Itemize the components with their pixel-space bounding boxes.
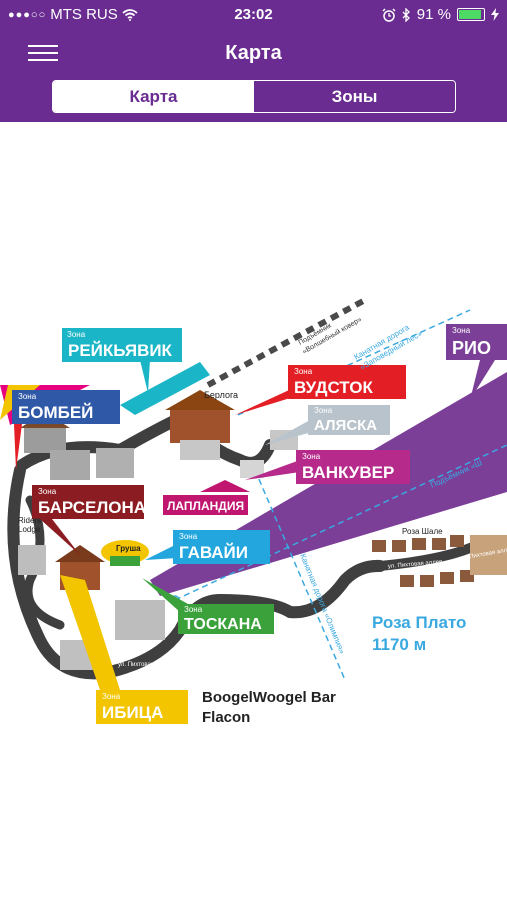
status-right: 91 % xyxy=(382,6,499,23)
segmented-control: Карта Зоны xyxy=(52,80,456,113)
label-roza-plato-line1: Роза Плато xyxy=(372,613,466,632)
zone-label-hawaii[interactable]: Зона ГАВАЙИ xyxy=(145,530,270,564)
charging-icon xyxy=(491,8,499,21)
lift-right-line xyxy=(174,444,507,601)
label-pihtovaya-3: ул. Пихтовая аллея xyxy=(118,662,173,668)
lift-magic-carpet xyxy=(206,297,367,388)
zone-label-barcelona[interactable]: Зона БАРСЕЛОНА xyxy=(32,485,146,555)
battery-fill xyxy=(459,10,481,19)
zone-name-tuscany: ТОСКАНА xyxy=(184,616,262,633)
cable-olympia xyxy=(254,469,346,681)
zone-name-bombay: БОМБЕЙ xyxy=(18,403,93,422)
alarm-icon xyxy=(382,7,396,22)
buildings xyxy=(18,390,298,670)
zone-label-alaska[interactable]: Зона АЛЯСКА xyxy=(265,405,390,445)
hamburger-menu-icon[interactable] xyxy=(28,40,58,66)
label-roza-plato-line2: 1170 м xyxy=(372,635,426,654)
page-title: Карта xyxy=(225,42,282,64)
clock: 23:02 xyxy=(234,6,273,23)
status-left: ●●●○○ MTS RUS xyxy=(8,6,138,23)
label-pihtovaya-1: ул. Пихтовая аллея xyxy=(388,559,443,570)
zone-name-ibiza: ИБИЦА xyxy=(102,703,163,722)
label-roza-shale: Роза Шале xyxy=(402,527,443,536)
zone-name-woodstock: ВУДСТОК xyxy=(294,378,373,397)
tab-map[interactable]: Карта xyxy=(53,81,254,112)
label-bar-line1: BoogelWoogel Bar xyxy=(202,689,336,706)
zone-word-vancouver: Зона xyxy=(302,452,321,461)
tab-zones[interactable]: Зоны xyxy=(254,81,455,112)
zone-word-tuscany: Зона xyxy=(184,605,203,614)
label-riders-line2: Lodge xyxy=(18,525,41,534)
battery-percent: 91 % xyxy=(416,6,451,23)
zone-label-vancouver[interactable]: Зона ВАНКУВЕР xyxy=(245,450,410,484)
zone-name-reykjavik: РЕЙКЬЯВИК xyxy=(68,341,173,360)
label-riders-line1: Riders xyxy=(18,516,41,525)
zone-word-bombay: Зона xyxy=(18,392,37,401)
zone-name-rio: РИО xyxy=(452,338,491,358)
label-cable-olympia: Канатная дорога «Олимпия» xyxy=(298,552,347,655)
zone-word-rio: Зона xyxy=(452,326,471,335)
nav-bar: Карта Карта Зоны xyxy=(0,30,507,122)
resort-map[interactable]: Зона РЕЙКЬЯВИК Зона БОМБЕЙ Зона БАРСЕЛОН… xyxy=(0,122,507,900)
zone-label-lapland[interactable]: ЛАПЛАНДИЯ xyxy=(163,480,250,515)
zone-label-woodstock[interactable]: Зона ВУДСТОК xyxy=(235,365,406,415)
zone-word-barcelona: Зона xyxy=(38,487,57,496)
carrier-name: MTS RUS xyxy=(50,6,118,23)
zone-word-reykjavik: Зона xyxy=(67,330,86,339)
zone-label-reykjavik[interactable]: Зона РЕЙКЬЯВИК xyxy=(62,328,210,415)
zone-word-hawaii: Зона xyxy=(179,532,198,541)
label-grusha: Груша xyxy=(116,544,141,553)
road-inner xyxy=(23,495,65,630)
zone-name-vancouver: ВАНКУВЕР xyxy=(302,463,394,482)
bluetooth-icon xyxy=(402,7,410,22)
zone-label-ibiza[interactable]: Зона ИБИЦА xyxy=(60,575,188,724)
zone-name-alaska: АЛЯСКА xyxy=(314,417,377,434)
label-berloga: Берлога xyxy=(204,390,238,400)
zone-word-alaska: Зона xyxy=(314,406,333,415)
zone-name-lapland: ЛАПЛАНДИЯ xyxy=(167,499,244,513)
zone-label-bombay[interactable]: Зона БОМБЕЙ xyxy=(0,385,120,470)
signal-dots-icon: ●●●○○ xyxy=(8,8,47,21)
zone-name-barcelona: БАРСЕЛОНА xyxy=(38,498,146,517)
label-bar-line2: Flacon xyxy=(202,709,250,726)
battery-icon xyxy=(457,8,485,21)
zone-name-hawaii: ГАВАЙИ xyxy=(179,543,248,562)
roza-shale-houses xyxy=(372,535,507,587)
zone-word-ibiza: Зона xyxy=(102,692,121,701)
wifi-icon xyxy=(122,8,138,21)
status-bar: ●●●○○ MTS RUS 23:02 91 % xyxy=(0,0,507,30)
zone-label-tuscany[interactable]: Зона ТОСКАНА xyxy=(142,578,274,634)
zone-word-woodstock: Зона xyxy=(294,367,313,376)
zone-label-rio[interactable]: Зона РИО xyxy=(446,324,507,400)
